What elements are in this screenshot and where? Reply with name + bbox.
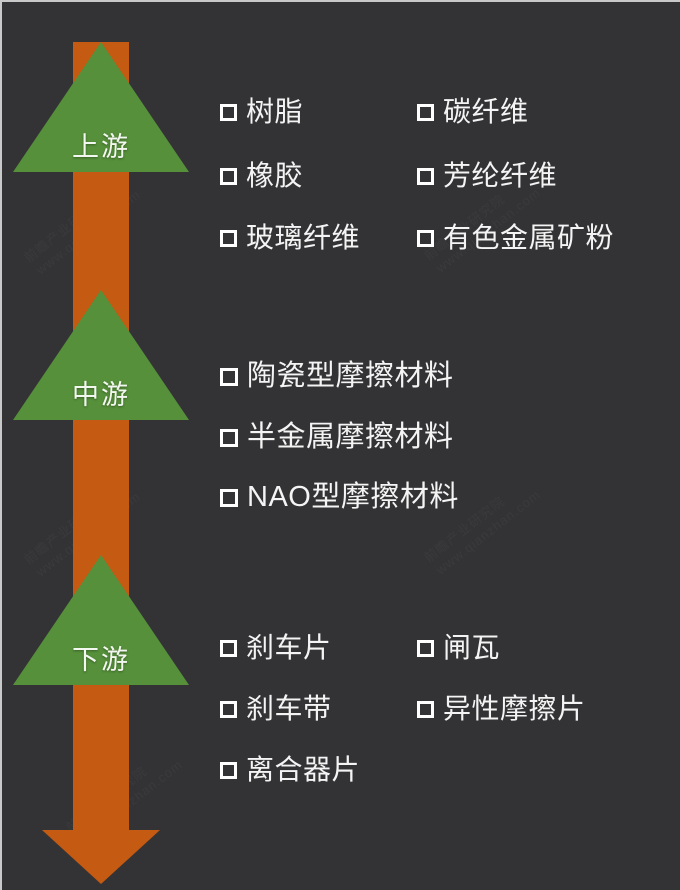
list-item[interactable]: 橡胶 bbox=[220, 162, 303, 190]
stage-node-downstream[interactable] bbox=[13, 555, 189, 685]
stage-node-midstream[interactable] bbox=[13, 290, 189, 420]
list-item-label: 橡胶 bbox=[246, 160, 304, 191]
list-item[interactable]: 碳纤维 bbox=[417, 98, 529, 126]
list-item[interactable]: 玻璃纤维 bbox=[220, 224, 360, 252]
checkbox-icon[interactable] bbox=[220, 229, 237, 247]
checkbox-icon[interactable] bbox=[220, 488, 238, 507]
list-item[interactable]: 刹车片 bbox=[220, 634, 332, 662]
checkbox-icon[interactable] bbox=[220, 103, 237, 121]
checkbox-icon[interactable] bbox=[417, 103, 434, 121]
checkbox-icon[interactable] bbox=[220, 639, 237, 657]
list-item-label: 树脂 bbox=[246, 96, 304, 127]
checkbox-icon[interactable] bbox=[417, 229, 434, 247]
checkbox-icon[interactable] bbox=[220, 428, 238, 447]
list-item-label: 离合器片 bbox=[246, 754, 361, 785]
stage-node-upstream[interactable] bbox=[13, 42, 189, 172]
checkbox-icon[interactable] bbox=[417, 167, 434, 185]
process-arrow-head-icon bbox=[42, 830, 160, 884]
checkbox-icon[interactable] bbox=[417, 700, 434, 718]
list-item-label: 闸瓦 bbox=[443, 632, 501, 663]
list-item-label: 刹车带 bbox=[246, 693, 332, 724]
list-item-label: 半金属摩擦材料 bbox=[247, 421, 454, 453]
list-item[interactable]: 树脂 bbox=[220, 98, 303, 126]
list-item-label: NAO型摩擦材料 bbox=[247, 481, 459, 513]
checkbox-icon[interactable] bbox=[417, 639, 434, 657]
list-item-label: 异性摩擦片 bbox=[443, 693, 586, 724]
list-item-label: 碳纤维 bbox=[443, 96, 529, 127]
list-item[interactable]: 异性摩擦片 bbox=[417, 695, 586, 723]
list-item-label: 玻璃纤维 bbox=[246, 222, 361, 253]
checkbox-icon[interactable] bbox=[220, 700, 237, 718]
list-item[interactable]: NAO型摩擦材料 bbox=[220, 483, 459, 512]
list-item-label: 刹车片 bbox=[246, 632, 332, 663]
list-item[interactable]: 离合器片 bbox=[220, 756, 360, 784]
list-item-label: 芳纶纤维 bbox=[443, 160, 558, 191]
list-item[interactable]: 半金属摩擦材料 bbox=[220, 423, 454, 452]
checkbox-icon[interactable] bbox=[220, 167, 237, 185]
list-item-label: 陶瓷型摩擦材料 bbox=[247, 360, 454, 392]
list-item[interactable]: 刹车带 bbox=[220, 695, 332, 723]
list-item[interactable]: 有色金属矿粉 bbox=[417, 224, 614, 252]
process-arrow-shaft bbox=[73, 42, 129, 832]
list-item[interactable]: 陶瓷型摩擦材料 bbox=[220, 362, 454, 391]
list-item[interactable]: 闸瓦 bbox=[417, 634, 500, 662]
list-item[interactable]: 芳纶纤维 bbox=[417, 162, 557, 190]
list-item-label: 有色金属矿粉 bbox=[443, 222, 615, 253]
checkbox-icon[interactable] bbox=[220, 761, 237, 779]
checkbox-icon[interactable] bbox=[220, 367, 238, 386]
